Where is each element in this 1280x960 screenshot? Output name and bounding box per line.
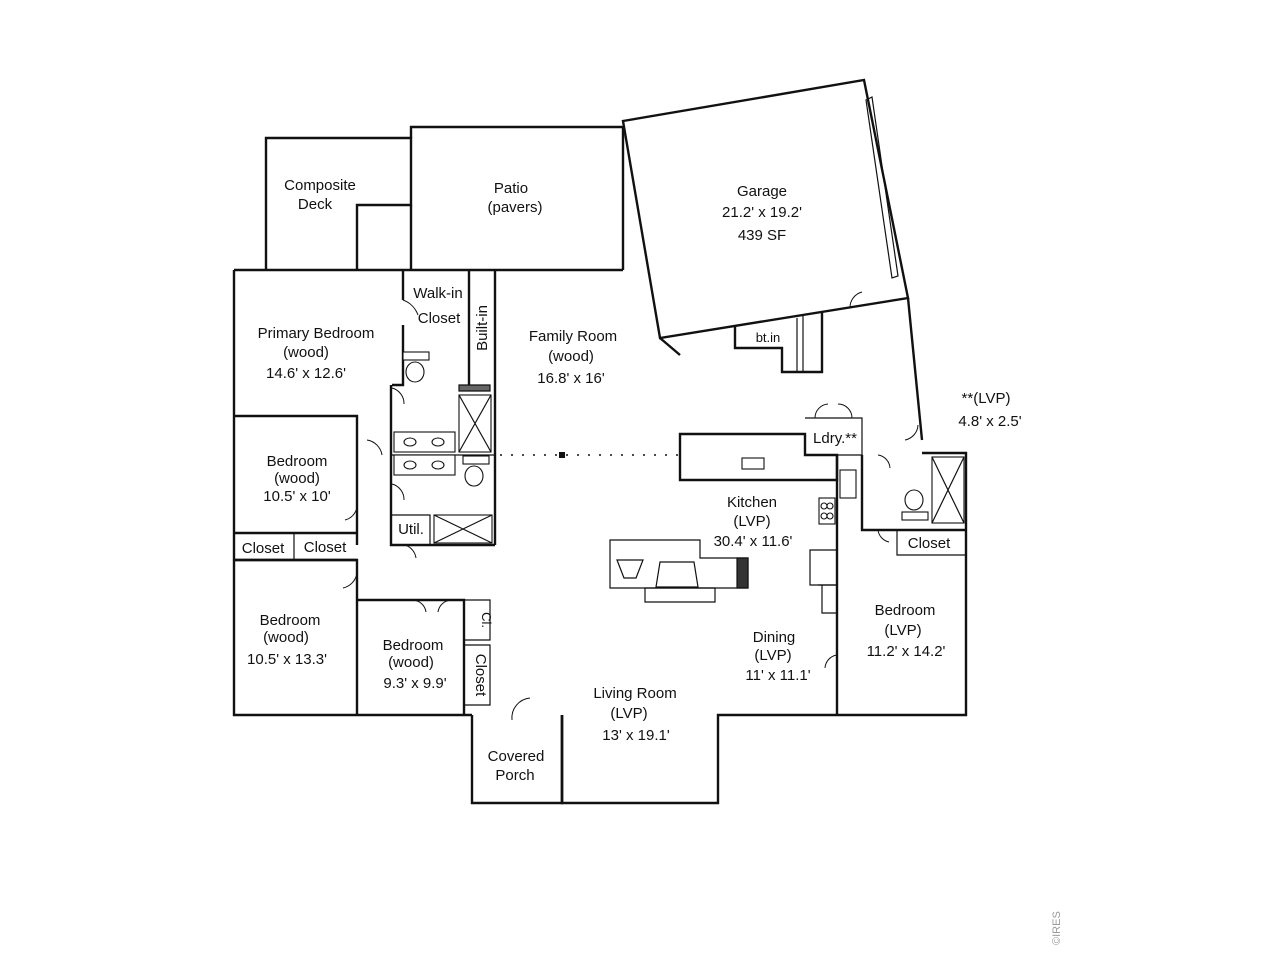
garage-label: Garage <box>737 183 787 200</box>
family-room-dims: 16.8' x 16' <box>537 370 605 387</box>
family-room-label: Family Room <box>529 328 617 345</box>
house-outline <box>232 268 968 805</box>
living-room-floor: (LVP) <box>610 705 647 722</box>
bedroom-2-floor: (wood) <box>274 470 320 487</box>
bedroom-5-floor: (LVP) <box>884 622 921 639</box>
living-room-dims: 13' x 19.1' <box>602 727 670 744</box>
bedroom-2-label: Bedroom <box>267 453 328 470</box>
composite-deck-label-2: Deck <box>298 196 333 213</box>
patio-label: Patio <box>494 180 528 197</box>
bedroom-3-label: Bedroom <box>260 612 321 629</box>
primary-bedroom-label: Primary Bedroom <box>258 325 375 342</box>
bedroom-2-dims: 10.5' x 10' <box>263 488 331 505</box>
bedroom-5-label: Bedroom <box>875 602 936 619</box>
bedroom-4-dims: 9.3' x 9.9' <box>383 675 446 692</box>
closet-left-1-label: Closet <box>242 540 285 557</box>
primary-bedroom-dims: 14.6' x 12.6' <box>266 365 346 382</box>
closet-vertical-label: Closet <box>472 654 489 697</box>
walk-in-label-2: Closet <box>418 310 461 327</box>
dining-label: Dining <box>753 629 796 646</box>
lvp-note-label: **(LVP) <box>962 390 1011 407</box>
family-room-floor: (wood) <box>548 348 594 365</box>
garage-dims: 21.2' x 19.2' <box>722 204 802 221</box>
composite-deck-label-1: Composite <box>284 177 356 194</box>
watermark: ©IRES <box>1051 911 1063 945</box>
kitchen-label: Kitchen <box>727 494 777 511</box>
covered-porch-label-1: Covered <box>488 748 545 765</box>
dining-dims: 11' x 11.1' <box>745 667 810 684</box>
fixtures <box>393 351 965 544</box>
closet-right-label: Closet <box>908 535 951 552</box>
bedroom-5-dims: 11.2' x 14.2' <box>867 643 946 660</box>
cl-small-label: Cl. <box>479 612 494 628</box>
covered-porch-label-2: Porch <box>495 767 534 784</box>
bedroom-4-floor: (wood) <box>388 654 434 671</box>
interior-walls <box>234 270 966 803</box>
utility-label: Util. <box>398 521 424 538</box>
patio-material: (pavers) <box>487 199 542 216</box>
walk-in-label-1: Walk-in <box>413 285 462 302</box>
bt-in-label: bt.in <box>756 330 781 345</box>
living-room-label: Living Room <box>593 685 676 702</box>
lvp-note-dims: 4.8' x 2.5' <box>958 413 1021 430</box>
post <box>559 452 565 458</box>
bedroom-4-label: Bedroom <box>383 637 444 654</box>
closet-left-2-label: Closet <box>304 539 347 556</box>
bedroom-3-dims: 10.5' x 13.3' <box>247 651 327 668</box>
laundry-label: Ldry.** <box>813 430 857 447</box>
kitchen-dims: 30.4' x 11.6' <box>714 533 793 550</box>
garage-door-swing <box>849 291 863 309</box>
bedroom-3-floor: (wood) <box>263 629 309 646</box>
garage-area: 439 SF <box>738 227 786 244</box>
primary-bedroom-floor: (wood) <box>283 344 329 361</box>
dining-floor: (LVP) <box>754 647 791 664</box>
doors <box>288 269 919 721</box>
garage-door <box>865 96 899 279</box>
built-in-label: Built-in <box>474 305 491 351</box>
kitchen-floor: (LVP) <box>733 513 770 530</box>
